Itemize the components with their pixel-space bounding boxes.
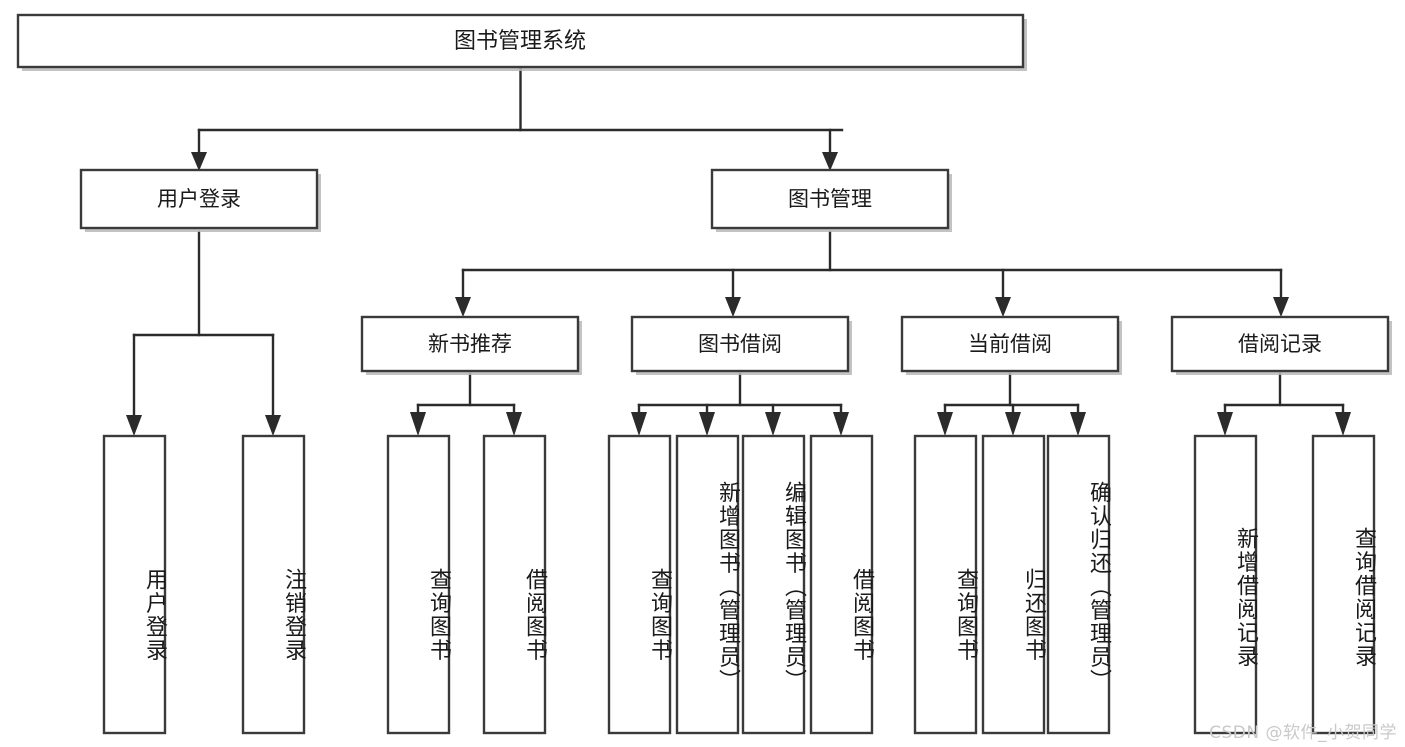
arrow-record	[1273, 297, 1289, 317]
arrow-leaf-bw-1	[699, 412, 715, 436]
leaf-box-rc-1	[1311, 434, 1376, 735]
node-borrow-record[interactable]: 借阅记录	[1170, 315, 1392, 375]
edges-borrow-to-leaves	[631, 372, 849, 436]
arrow-book-mgmt	[822, 152, 838, 171]
arrow-borrow	[725, 297, 741, 317]
node-book-management[interactable]: 图书管理	[710, 168, 952, 232]
node-new-book-recommend-box	[360, 315, 580, 373]
node-user-login[interactable]: 用户登录	[79, 168, 321, 232]
arrow-leaf-rc-0	[1217, 412, 1233, 436]
leaf-node-current-0[interactable]	[913, 434, 978, 735]
node-user-login-box	[79, 168, 319, 230]
arrow-leaf-ul-0	[126, 415, 142, 436]
arrow-leaf-cu-2	[1070, 412, 1086, 436]
leaf-box-nb-0	[386, 434, 451, 735]
node-borrow-record-box	[1170, 315, 1390, 373]
node-current-borrow[interactable]: 当前借阅	[900, 315, 1122, 375]
node-current-borrow-box	[900, 315, 1120, 373]
edges-bookmgmt-to-level3	[455, 230, 1289, 317]
leaf-node-user-login-0[interactable]	[102, 434, 167, 735]
node-root-label: 图书管理系统	[454, 29, 586, 54]
leaf-node-borrow-0[interactable]	[607, 434, 672, 735]
arrow-leaf-nb-0	[410, 412, 426, 436]
leaf-node-new-book-1[interactable]	[482, 434, 547, 735]
leaf-node-user-login-1[interactable]	[241, 434, 306, 735]
leaf-box-cu-2	[1046, 434, 1111, 735]
arrow-leaf-rc-1	[1335, 412, 1351, 436]
edges-newbook-to-leaves	[410, 372, 522, 436]
leaf-box-ul-1	[241, 434, 306, 735]
edges-record-to-leaves	[1217, 372, 1351, 436]
arrow-user-login	[191, 152, 207, 171]
arrow-new-book	[455, 297, 471, 317]
arrow-leaf-bw-3	[833, 412, 849, 436]
node-new-book-recommend-label: 新书推荐	[428, 332, 512, 356]
leaf-node-borrow-2[interactable]	[741, 434, 806, 735]
node-root[interactable]: 图书管理系统	[16, 13, 1027, 71]
leaf-node-current-1[interactable]	[981, 434, 1046, 735]
edges-userlogin-to-leaves	[126, 230, 281, 436]
leaf-box-bw-2	[741, 434, 806, 735]
leaf-node-record-1[interactable]	[1311, 434, 1376, 735]
node-book-borrow[interactable]: 图书借阅	[630, 315, 852, 375]
arrow-leaf-cu-1	[1005, 412, 1021, 436]
leaf-box-nb-1	[482, 434, 547, 735]
node-book-borrow-label: 图书借阅	[698, 332, 782, 356]
node-user-login-label: 用户登录	[157, 187, 241, 211]
leaf-node-borrow-1[interactable]	[675, 434, 740, 735]
leaf-box-cu-1	[981, 434, 1046, 735]
leaf-box-ul-0	[102, 434, 167, 735]
leaf-box-bw-3	[809, 434, 874, 735]
node-root-box	[16, 13, 1025, 69]
arrow-leaf-bw-2	[765, 412, 781, 436]
leaf-box-bw-0	[607, 434, 672, 735]
node-book-borrow-box	[630, 315, 850, 373]
leaf-box-rc-0	[1193, 434, 1258, 735]
arrow-leaf-nb-1	[506, 412, 522, 436]
leaf-node-new-book-0[interactable]	[386, 434, 451, 735]
node-book-management-label: 图书管理	[788, 187, 872, 211]
edges-current-to-leaves	[937, 372, 1086, 436]
arrow-leaf-cu-0	[937, 412, 953, 436]
arrow-current	[995, 297, 1011, 317]
node-borrow-record-label: 借阅记录	[1238, 332, 1322, 356]
node-new-book-recommend[interactable]: 新书推荐	[360, 315, 582, 375]
leaf-node-record-0[interactable]	[1193, 434, 1258, 735]
edges-root-to-level2	[191, 65, 844, 171]
node-book-management-box	[710, 168, 950, 230]
arrow-leaf-bw-0	[631, 412, 647, 436]
leaf-box-cu-0	[913, 434, 978, 735]
leaf-box-bw-1	[675, 434, 740, 735]
csdn-watermark: CSDN @软件_小贺同学	[1209, 723, 1397, 743]
leaf-node-current-2[interactable]	[1046, 434, 1111, 735]
leaf-node-borrow-3[interactable]	[809, 434, 874, 735]
node-current-borrow-label: 当前借阅	[968, 332, 1052, 356]
arrow-leaf-ul-1	[265, 415, 281, 436]
